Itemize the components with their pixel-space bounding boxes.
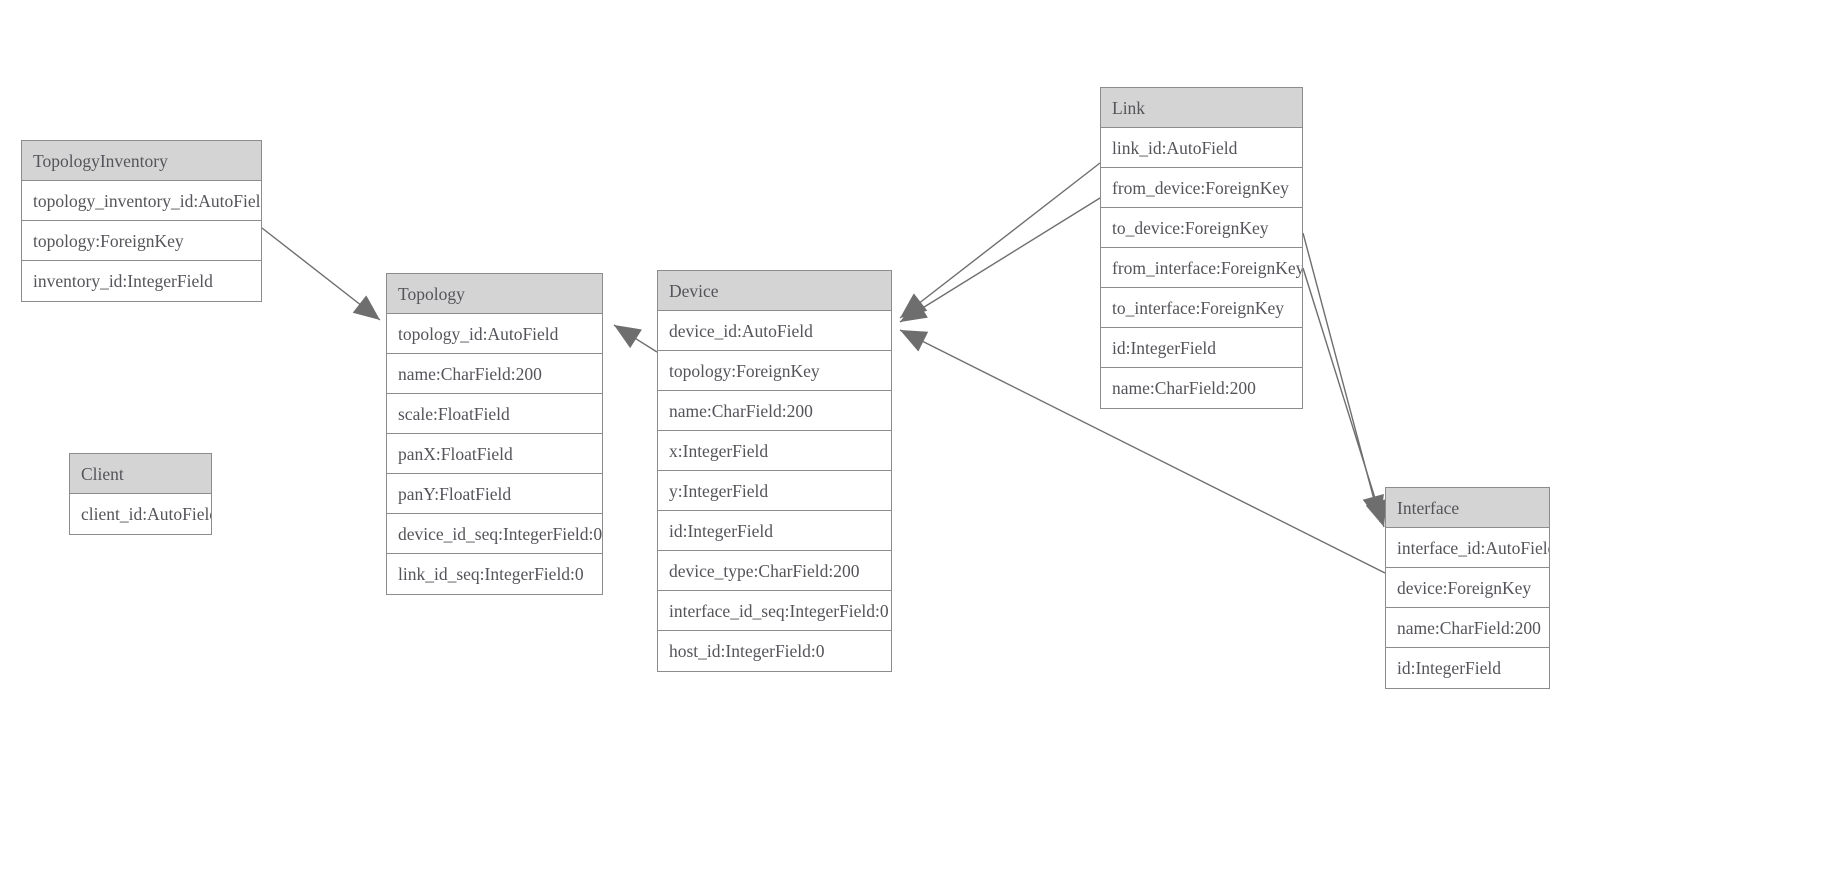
entity-field-row[interactable]: link_id:AutoField (1101, 128, 1302, 168)
entity-field-row[interactable]: topology:ForeignKey (22, 221, 261, 261)
relationship-link-to-device (899, 197, 1101, 323)
entity-field-row[interactable]: from_interface:ForeignKey (1101, 248, 1302, 288)
relationship-arrowhead (900, 330, 929, 352)
entity-field-row[interactable]: name:CharField:200 (1386, 608, 1549, 648)
entity-title-link: Link (1101, 88, 1302, 128)
relationship-device-topology (613, 324, 658, 353)
entity-field-row[interactable]: topology_id:AutoField (387, 314, 602, 354)
relationship-line (899, 197, 1101, 323)
relationship-line (261, 227, 381, 321)
entity-field-row[interactable]: link_id_seq:IntegerField:0 (387, 554, 602, 594)
relationship-line (1302, 267, 1385, 528)
entity-field-row[interactable]: from_device:ForeignKey (1101, 168, 1302, 208)
entity-field-row[interactable]: x:IntegerField (658, 431, 891, 471)
relationship-line (613, 324, 658, 353)
relationship-arrowhead (900, 298, 928, 322)
entity-field-row[interactable]: device_type:CharField:200 (658, 551, 891, 591)
entity-field-row[interactable]: host_id:IntegerField:0 (658, 631, 891, 671)
entity-title-topology: Topology (387, 274, 602, 314)
relationship-line (899, 162, 1101, 319)
entity-field-row[interactable]: name:CharField:200 (387, 354, 602, 394)
relationship-link-to-interface (1302, 267, 1387, 528)
entity-field-row[interactable]: panY:FloatField (387, 474, 602, 514)
entity-field-row[interactable]: interface_id:AutoField (1386, 528, 1549, 568)
entity-title-topology_inventory: TopologyInventory (22, 141, 261, 181)
entity-field-row[interactable]: interface_id_seq:IntegerField:0 (658, 591, 891, 631)
entity-title-device: Device (658, 271, 891, 311)
entity-field-row[interactable]: panX:FloatField (387, 434, 602, 474)
relationship-line (1302, 232, 1381, 523)
relationship-arrowhead (352, 295, 380, 320)
entity-field-row[interactable]: scale:FloatField (387, 394, 602, 434)
entity-field-row[interactable]: device_id_seq:IntegerField:0 (387, 514, 602, 554)
relationship-link-from-device (899, 162, 1101, 319)
entity-field-row[interactable]: to_interface:ForeignKey (1101, 288, 1302, 328)
entity-title-interface: Interface (1386, 488, 1549, 528)
entity-field-row[interactable]: topology_inventory_id:AutoField (22, 181, 261, 221)
entity-title-client: Client (70, 454, 211, 494)
entity-field-row[interactable]: name:CharField:200 (1101, 368, 1302, 408)
relationship-arrowhead (614, 325, 642, 349)
relationship-arrowhead (900, 293, 928, 318)
entity-field-row[interactable]: to_device:ForeignKey (1101, 208, 1302, 248)
entity-field-row[interactable]: id:IntegerField (1386, 648, 1549, 688)
relationship-link-from-interface (1302, 232, 1384, 523)
entity-field-row[interactable]: y:IntegerField (658, 471, 891, 511)
entity-field-row[interactable]: id:IntegerField (1101, 328, 1302, 368)
relationship-topologyinventory-topology (261, 227, 381, 321)
entity-field-row[interactable]: name:CharField:200 (658, 391, 891, 431)
entity-field-row[interactable]: inventory_id:IntegerField (22, 261, 261, 301)
entity-field-row[interactable]: id:IntegerField (658, 511, 891, 551)
entity-field-row[interactable]: device:ForeignKey (1386, 568, 1549, 608)
entity-field-row[interactable]: device_id:AutoField (658, 311, 891, 351)
entity-field-row[interactable]: topology:ForeignKey (658, 351, 891, 391)
entity-field-row[interactable]: client_id:AutoField (70, 494, 211, 534)
